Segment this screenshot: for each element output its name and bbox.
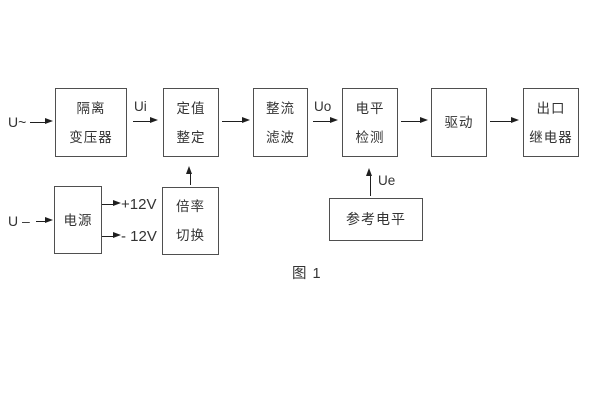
- arrow-dc-input: [36, 217, 53, 224]
- block-label-line: 出口: [536, 100, 566, 116]
- arrow-minus12v: [102, 232, 121, 239]
- block-ratio-switch: 倍率 切换: [162, 187, 219, 255]
- arrow-uo: [313, 117, 338, 124]
- rail-plus12v-label: +12V: [121, 196, 157, 213]
- block-label-line: 倍率: [176, 199, 205, 214]
- block-label-line: 驱动: [444, 115, 474, 130]
- block-power-supply: 电源: [54, 186, 102, 254]
- block-label-line: 滤波: [266, 129, 295, 145]
- block-label-line: 整定: [176, 129, 206, 145]
- arrow-ue: [366, 168, 373, 196]
- block-setting-adjustment: 定值 整定: [163, 88, 219, 157]
- arrow-ui: [133, 117, 158, 124]
- block-label-line: 继电器: [529, 129, 573, 145]
- block-label-line: 参考电平: [346, 211, 406, 227]
- block-reference-level: 参考电平: [329, 198, 423, 241]
- block-label-line: 切换: [176, 228, 205, 243]
- block-label-line: 检测: [355, 129, 385, 145]
- block-label-line: 变压器: [69, 129, 113, 145]
- arrow-ratio-to-setting: [186, 166, 193, 185]
- arrow-driver-to-relay: [490, 117, 519, 124]
- arrow-ac-input: [30, 118, 53, 125]
- input-dc-label: U –: [8, 213, 30, 229]
- arrow-setting-to-rectifier: [222, 117, 250, 124]
- arrow-level-to-driver: [401, 117, 428, 124]
- rail-minus12v-label: - 12V: [121, 228, 157, 245]
- block-rectifier-filter: 整流 滤波: [253, 88, 308, 157]
- signal-ui-label: Ui: [134, 99, 147, 114]
- block-label-line: 电源: [63, 212, 93, 228]
- block-label-line: 电平: [355, 100, 385, 116]
- block-label-line: 整流: [266, 100, 295, 116]
- signal-uo-label: Uo: [314, 99, 332, 114]
- block-label-line: 隔离: [76, 100, 106, 116]
- block-driver: 驱动: [431, 88, 487, 157]
- block-label-line: 定值: [176, 100, 206, 116]
- block-isolation-transformer: 隔离 变压器: [55, 88, 127, 157]
- figure-caption: 图 1: [292, 266, 322, 282]
- signal-ue-label: Ue: [378, 173, 396, 188]
- arrow-plus12v: [102, 200, 121, 207]
- input-ac-label: U~: [8, 114, 27, 130]
- block-level-detection: 电平 检测: [342, 88, 398, 157]
- block-output-relay: 出口 继电器: [523, 88, 579, 157]
